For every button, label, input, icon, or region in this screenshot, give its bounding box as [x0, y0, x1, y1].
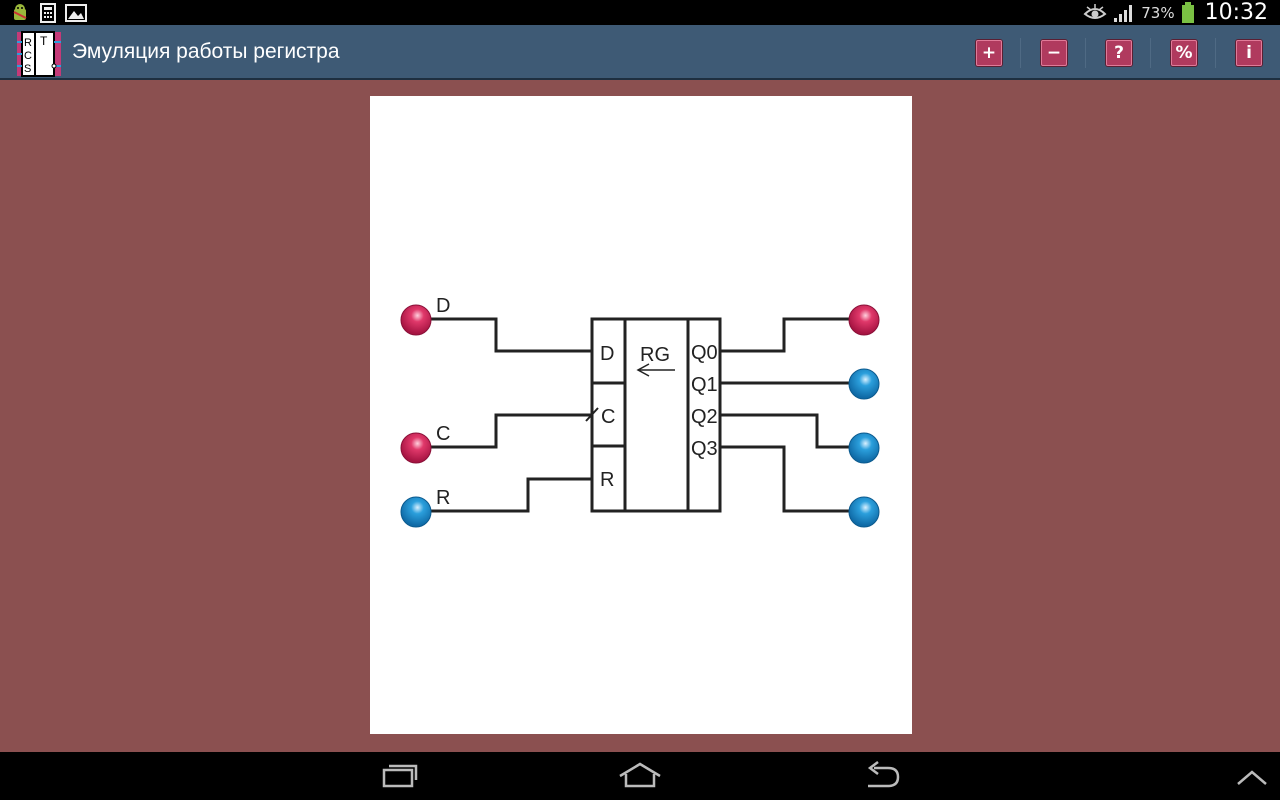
register-circuit: D C R RG Q0 Q1 Q2 Q3 D C R [400, 295, 880, 528]
app-icon-letter-t: T [40, 34, 48, 48]
zoom-in-button[interactable]: + [976, 40, 1002, 66]
pin-q2-label: Q2 [691, 406, 718, 428]
output-q3-indicator [848, 496, 880, 528]
signal-icon [1114, 4, 1133, 22]
app-icon-letter-s: S [24, 63, 31, 75]
circuit-canvas: D C R RG Q0 Q1 Q2 Q3 D C R [370, 96, 912, 734]
android-debug-icon [13, 4, 27, 20]
pin-d-label: D [600, 343, 614, 365]
toolbar-divider [1150, 38, 1151, 68]
input-d-toggle[interactable] [400, 304, 432, 336]
input-r-label: R [436, 487, 450, 509]
input-d-label: D [436, 295, 450, 317]
status-right: 73% 10:32 [1083, 0, 1268, 25]
app-icon-letter-r: R [24, 37, 32, 49]
calculator-icon [40, 3, 56, 23]
app-icon[interactable]: R C S T [15, 28, 65, 78]
pin-r-label: R [600, 469, 614, 491]
action-bar: R C S T Эмуляция работы регистра + − ? %… [0, 25, 1280, 80]
wire-q2 [720, 413, 863, 449]
toolbar-divider [1215, 38, 1216, 68]
pin-q0-label: Q0 [691, 342, 718, 364]
wire-q0 [720, 317, 863, 353]
output-q1-indicator [848, 368, 880, 400]
app-title: Эмуляция работы регистра [72, 40, 340, 63]
chevron-up-icon[interactable] [1236, 760, 1268, 792]
wire-q3 [720, 445, 863, 513]
pin-c-label: C [601, 406, 615, 428]
pin-q3-label: Q3 [691, 438, 718, 460]
wire-r [417, 477, 592, 513]
input-r-toggle[interactable] [400, 496, 432, 528]
info-button[interactable]: i [1236, 40, 1262, 66]
shift-arrow-head [636, 363, 650, 377]
navigation-bar [0, 752, 1280, 800]
recent-apps-icon[interactable] [380, 760, 420, 792]
battery-percent: 73% [1141, 3, 1175, 22]
input-c-toggle[interactable] [400, 432, 432, 464]
percent-button[interactable]: % [1171, 40, 1197, 66]
app-icon-letter-c: C [24, 50, 32, 62]
eye-icon [1083, 3, 1107, 19]
home-icon[interactable] [618, 760, 662, 792]
pin-q1-label: Q1 [691, 374, 718, 396]
image-icon [65, 4, 87, 22]
input-c-label: C [436, 423, 450, 445]
wire-d [417, 317, 592, 353]
battery-icon [1181, 1, 1194, 23]
output-q0-indicator [848, 304, 880, 336]
wire-c [417, 413, 592, 449]
clock: 10:32 [1204, 0, 1268, 25]
chip-label: RG [640, 344, 670, 366]
status-bar: 73% 10:32 [0, 0, 1280, 25]
toolbar-divider [1020, 38, 1021, 68]
zoom-out-button[interactable]: − [1041, 40, 1067, 66]
output-q2-indicator [848, 432, 880, 464]
toolbar-divider [1085, 38, 1086, 68]
help-button[interactable]: ? [1106, 40, 1132, 66]
back-icon[interactable] [862, 760, 902, 792]
